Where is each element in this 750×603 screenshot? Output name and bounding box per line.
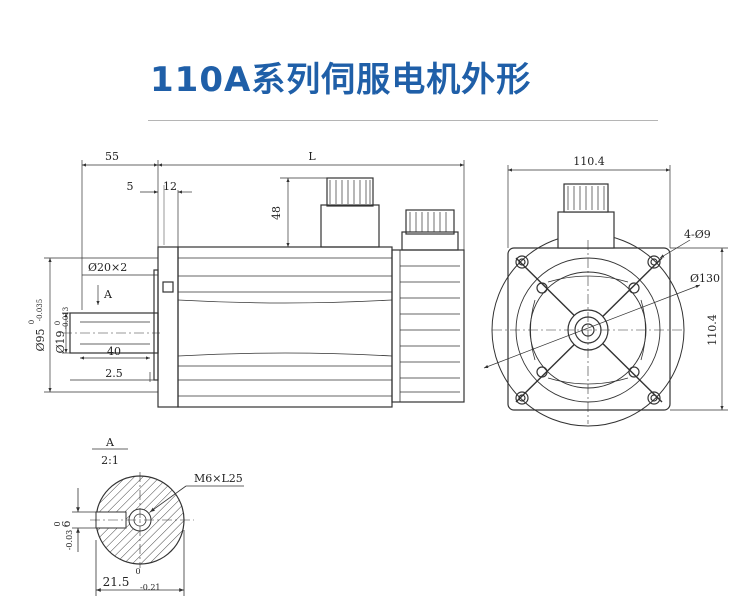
dim-key-length: 40 — [107, 345, 121, 358]
detail-key-depth: 21.5 — [103, 575, 130, 589]
detail-scale: 2:1 — [101, 454, 119, 467]
encoder-connector — [401, 231, 459, 251]
dim-shaft-end: 2.5 — [105, 367, 123, 380]
title-divider — [148, 120, 658, 121]
dim-overall-length: L — [308, 150, 316, 163]
power-connector — [320, 204, 380, 248]
view-marker-a: A — [103, 288, 113, 301]
dim-chamfer: Ø20×2 — [88, 261, 127, 274]
detail-labels: A 2:1 M6×L25 6 0 -0.03 21.5 0 -0.21 — [53, 436, 243, 592]
dim-spigot-tol-lower: -0.035 — [36, 299, 44, 321]
motor-flange — [157, 246, 179, 408]
side-dimensions — [44, 160, 465, 393]
front-connector — [557, 211, 615, 249]
detail-view — [72, 448, 244, 596]
dim-flange-thickness: 12 — [163, 180, 177, 193]
encoder-housing — [391, 249, 465, 403]
dim-spigot: Ø95 — [34, 328, 47, 351]
mount-hole — [647, 255, 661, 269]
mount-hole — [647, 391, 661, 405]
side-labels: 55 L 5 12 48 Ø20×2 A 40 2.5 Ø95 0 -0.035… — [28, 150, 316, 380]
dim-spigot-tol-upper: 0 — [28, 320, 36, 324]
dim-pitch-circle: Ø130 — [690, 272, 720, 285]
detail-depth-tol-lower: -0.21 — [140, 583, 161, 592]
front-view — [491, 183, 685, 427]
dim-connector-height: 48 — [270, 206, 283, 220]
detail-key-width: 6 — [60, 521, 73, 528]
dim-shaft-tol-lower: -0.013 — [62, 307, 70, 329]
front-labels: 110.4 110.4 4-Ø9 Ø130 — [573, 155, 720, 346]
dim-shaft-length: 55 — [105, 150, 119, 163]
front-dimensions — [483, 165, 728, 411]
motor-body — [177, 246, 393, 408]
mount-hole — [515, 255, 529, 269]
dim-flange-height: 110.4 — [706, 314, 719, 346]
dim-flange-width: 110.4 — [573, 155, 605, 168]
dim-key-offset: 5 — [127, 180, 134, 193]
dim-shaft-tol-upper: 0 — [54, 321, 62, 325]
detail-key-tol-lower: -0.03 — [65, 530, 74, 551]
detail-key-tol-upper: 0 — [53, 521, 62, 526]
detail-depth-tol-upper: 0 — [135, 567, 140, 576]
dim-shaft-dia: Ø19 — [54, 330, 67, 353]
side-view — [62, 177, 465, 408]
mount-hole — [515, 391, 529, 405]
detail-thread: M6×L25 — [194, 472, 243, 485]
page-title: 110A系列伺服电机外形 — [150, 60, 532, 100]
detail-label: A — [105, 436, 115, 449]
dim-mount-holes: 4-Ø9 — [684, 228, 711, 241]
